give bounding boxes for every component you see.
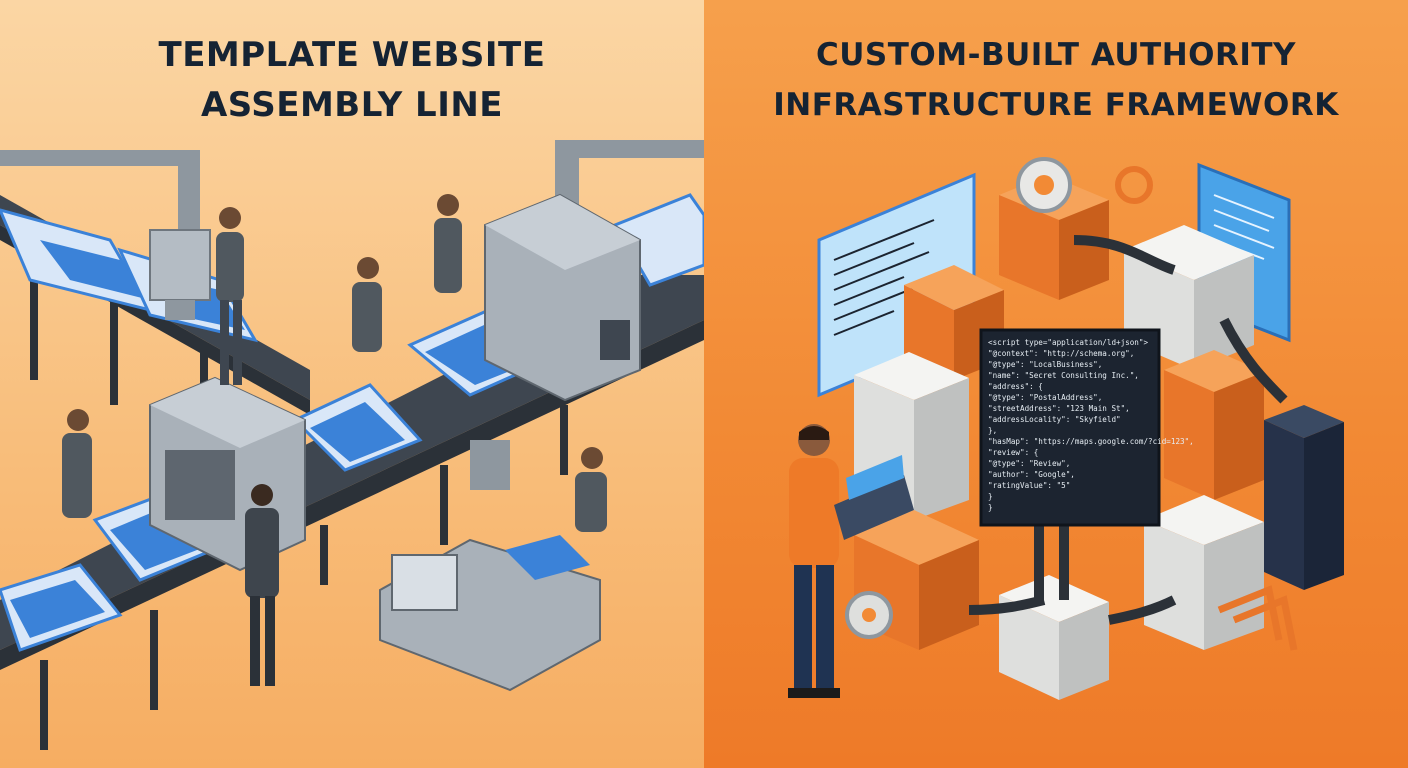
white-block-bottom: [999, 575, 1109, 700]
orange-tower-right: [1164, 350, 1264, 500]
gear-icon-top: [1016, 157, 1072, 213]
code-line: "author": "Google",: [988, 470, 1075, 479]
right-title-line-2: INFRASTRUCTURE FRAMEWORK: [773, 87, 1339, 123]
worker-figures: [62, 194, 607, 686]
code-line: "@context": "http://schema.org",: [988, 349, 1134, 358]
upper-conveyor-belt: [0, 195, 310, 415]
code-line: "@type": "PostalAddress",: [988, 393, 1102, 402]
framework-illustration: <script type="application/ld+json"> "@co…: [788, 157, 1344, 700]
tunnel-machine-right: [484, 193, 641, 402]
orange-pipes-bottom: [1217, 585, 1298, 651]
left-panel-template-assembly-line: TEMPLATE WEBSITE ASSEMBLY LINE: [0, 0, 704, 768]
code-line: "address": {: [988, 382, 1043, 391]
developer-with-laptop: [788, 424, 914, 698]
right-title: CUSTOM-BUILT AUTHORITY INFRASTRUCTURE FR…: [704, 30, 1408, 130]
code-line: "hasMap": "https://maps.google.com/?cid=…: [988, 437, 1194, 446]
right-title-line-1: CUSTOM-BUILT AUTHORITY: [815, 37, 1296, 73]
gear-icon-top-right: [1115, 166, 1153, 204]
overhead-pipes: [0, 140, 704, 240]
navy-block-right: [1264, 405, 1344, 590]
code-line: "name": "Secret Consulting Inc.",: [988, 371, 1139, 380]
left-title: TEMPLATE WEBSITE ASSEMBLY LINE: [0, 30, 704, 130]
left-title-line-1: TEMPLATE WEBSITE: [158, 35, 546, 75]
white-block-bottom-right: [1144, 495, 1264, 650]
left-title-line-2: ASSEMBLY LINE: [200, 85, 504, 125]
code-line: }: [988, 503, 993, 512]
code-line: "review": {: [988, 448, 1038, 457]
assembly-line-illustration: [0, 140, 704, 750]
code-line: "ratingValue": "5": [988, 481, 1070, 490]
code-line: },: [988, 426, 997, 435]
code-line: "streetAddress": "123 Main St",: [988, 404, 1130, 413]
stamping-machine-lower-right: [379, 440, 601, 692]
code-line: }: [988, 492, 993, 501]
right-panel-authority-framework: <script type="application/ld+json"> "@co…: [704, 0, 1408, 768]
connecting-pipes: [968, 235, 1288, 625]
json-ld-code-panel: <script type="application/ld+json"> "@co…: [979, 328, 1194, 527]
gear-icon-bottom-left: [845, 591, 893, 639]
code-line: "@type": "Review",: [988, 459, 1070, 468]
press-machine-upper-left: [149, 229, 211, 320]
code-line: "addressLocality": "Skyfield": [988, 415, 1121, 424]
code-line: "@type": "LocalBusiness",: [988, 360, 1102, 369]
code-line: <script type="application/ld+json">: [988, 338, 1148, 347]
